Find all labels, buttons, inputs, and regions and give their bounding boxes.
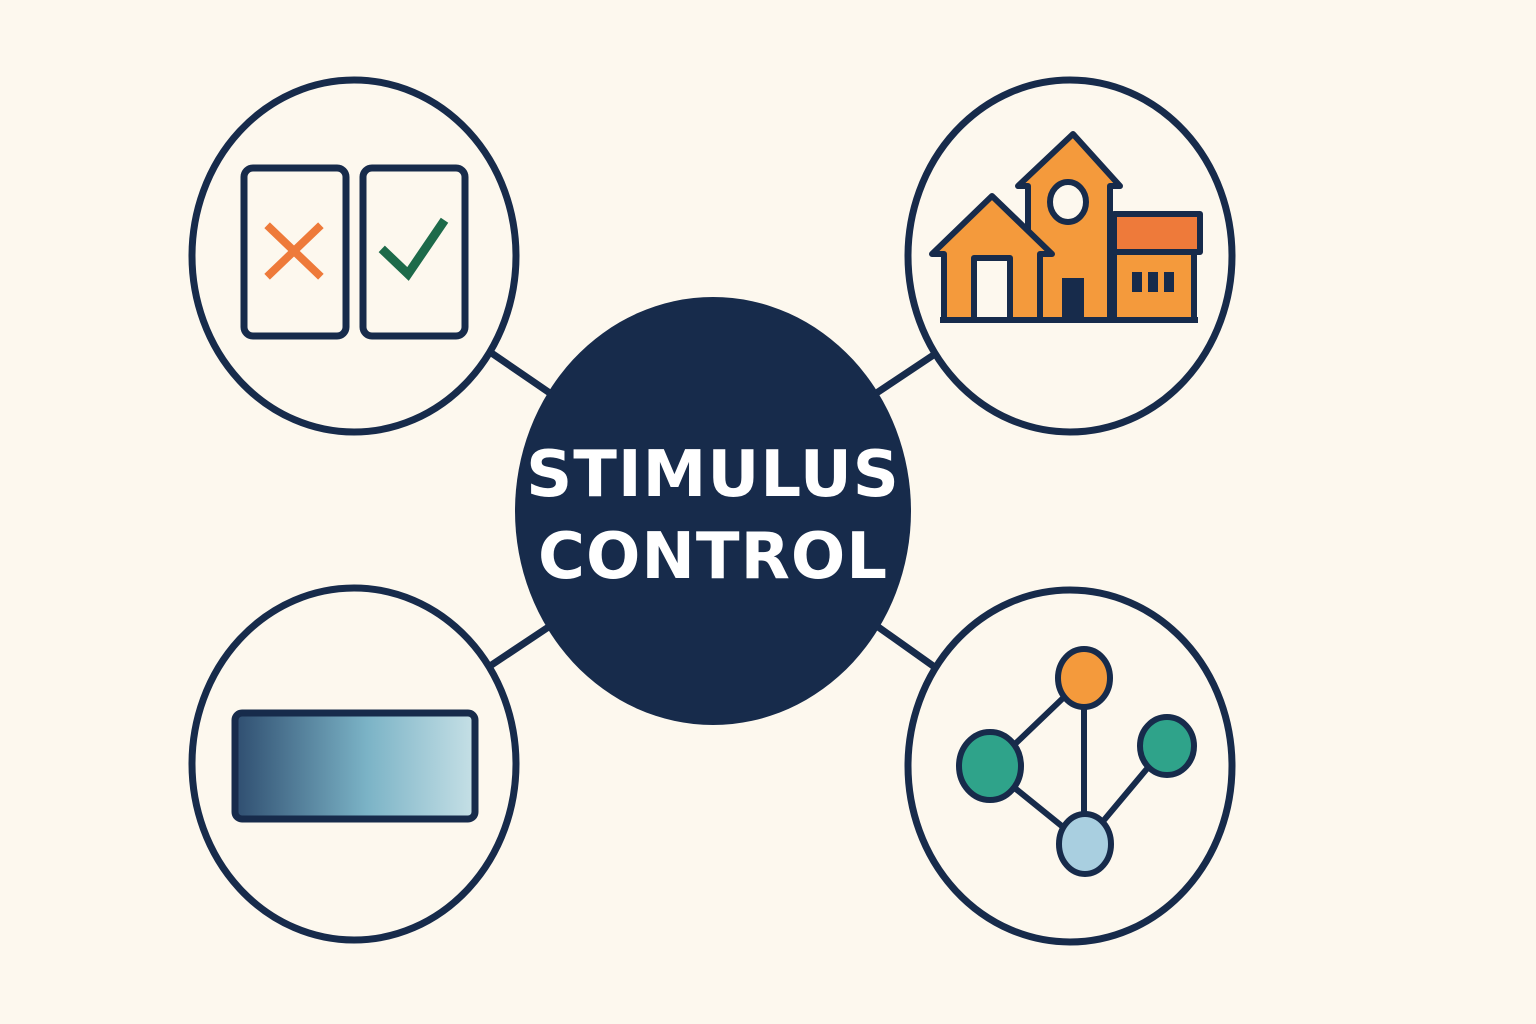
- node-gradient: [188, 584, 520, 944]
- center-title-line1: STIMULUS: [526, 438, 900, 512]
- center-circle: [515, 297, 911, 725]
- buildings-icon: [929, 131, 1203, 323]
- graph-node-teal-left: [956, 729, 1024, 803]
- center-title-line2: CONTROL: [538, 520, 888, 594]
- graph-node-light-blue: [1056, 811, 1114, 877]
- x-and-check-cards-icon: [240, 164, 469, 340]
- node-setting: [904, 76, 1236, 436]
- connector-top-right: [868, 348, 942, 400]
- connector-top-left: [486, 348, 564, 404]
- gradient-bar-icon: [231, 709, 479, 823]
- node-network: [904, 586, 1236, 946]
- center-node: STIMULUS CONTROL: [515, 297, 911, 725]
- network-graph-icon: [956, 646, 1197, 877]
- connector-bottom-right: [870, 620, 940, 672]
- x-mark-icon: [264, 222, 324, 280]
- connector-bottom-left: [486, 618, 560, 670]
- node-discrimination: [188, 76, 520, 436]
- check-mark-icon: [378, 217, 449, 281]
- graph-node-teal-right: [1137, 714, 1197, 778]
- connector-lines: [486, 348, 942, 672]
- graph-node-orange: [1055, 646, 1113, 710]
- node-circle: [904, 586, 1236, 946]
